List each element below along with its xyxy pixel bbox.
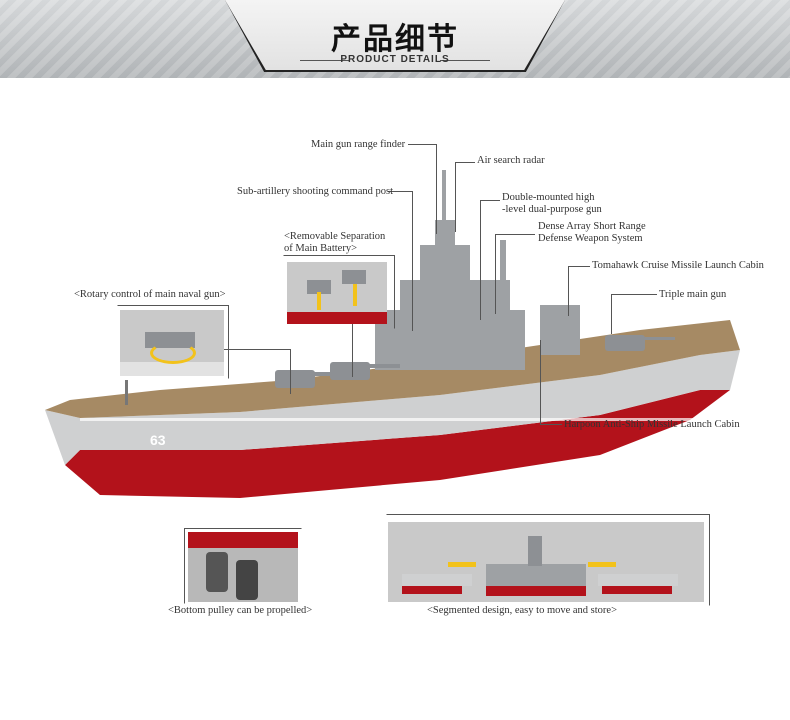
hull-gray-section <box>45 350 740 465</box>
label-dual-gun-2: -level dual-purpose gun <box>502 204 602 215</box>
line-range-finder <box>408 144 436 145</box>
pulley-wheel-icon <box>206 552 228 592</box>
inset-frame-rotary <box>117 305 229 379</box>
inset-segmented <box>388 522 704 602</box>
hull-rail <box>80 418 740 421</box>
label-segmented: <Segmented design, easy to move and stor… <box>427 605 618 616</box>
line-rotary <box>204 349 290 350</box>
segment-middle-red <box>486 586 586 596</box>
line-dense-array-v <box>495 234 496 314</box>
inset-frame-removable <box>283 255 395 329</box>
label-range-finder: Main gun range finder <box>311 139 406 150</box>
segment-stern <box>598 574 678 586</box>
inset-hull-strip <box>287 312 387 324</box>
line-tomahawk <box>568 266 590 267</box>
battleship-illustration: 63 <box>45 170 740 498</box>
line-dense-array <box>495 234 535 235</box>
inset-bottom-pulley <box>188 532 298 602</box>
header-tab <box>225 0 565 70</box>
inset-deck <box>120 362 224 376</box>
line-range-finder-v <box>436 144 437 234</box>
arrow-left-icon <box>448 562 476 567</box>
line-rotary-v <box>290 349 291 394</box>
turret-block <box>342 270 366 284</box>
line-triple-gun <box>611 294 657 295</box>
segment-bow-red <box>402 586 462 594</box>
label-dual-gun-1: Double-mounted high <box>502 192 595 203</box>
turret-block <box>307 280 331 294</box>
line-dual-gun <box>480 200 500 201</box>
inset-frame-segmented <box>386 514 710 606</box>
page-subtitle: PRODUCT DETAILS <box>340 54 450 65</box>
lift-arrow-icon <box>353 284 357 306</box>
bow-mast <box>125 380 128 405</box>
label-dense-array-2: Defense Weapon System <box>538 233 643 244</box>
segment-mast <box>528 536 542 566</box>
line-removable-v <box>352 322 353 377</box>
inset-removable-battery <box>287 262 387 324</box>
label-removable-2: of Main Battery> <box>284 243 357 254</box>
inset-hull-strip <box>188 532 298 548</box>
line-triple-gun-v <box>611 294 612 334</box>
label-removable-1: <Removable Separation <box>284 231 386 242</box>
label-sub-artillery: Sub-artillery shooting command post <box>237 186 394 197</box>
segment-bow <box>402 574 472 586</box>
arrow-right-icon <box>588 562 616 567</box>
page-title: 产品细节 <box>331 22 459 57</box>
line-harpoon-v <box>540 340 541 425</box>
label-triple-gun: Triple main gun <box>659 289 727 300</box>
label-tomahawk: Tomahawk Cruise Missile Launch Cabin <box>592 260 764 271</box>
label-air-radar: Air search radar <box>477 155 545 166</box>
main-turrets <box>275 335 675 388</box>
title-rule-left <box>300 60 350 61</box>
inset-frame-pulley <box>184 528 302 604</box>
label-bottom-pulley: <Bottom pulley can be propelled> <box>168 605 313 616</box>
superstructure <box>375 170 580 370</box>
label-dense-array-1: Dense Array Short Range <box>538 221 646 232</box>
pulley-wheel-icon <box>236 560 258 600</box>
line-dual-gun-v <box>480 200 481 320</box>
segment-middle <box>486 564 586 586</box>
label-rotary: <Rotary control of main naval gun> <box>74 289 226 300</box>
inset-rotary-gun <box>120 310 224 376</box>
segment-stern-red <box>602 586 672 594</box>
line-air-radar-v <box>455 162 456 232</box>
line-sub-artillery-v <box>412 191 413 331</box>
line-sub-artillery <box>388 191 413 192</box>
lift-arrow-icon <box>317 292 321 310</box>
line-air-radar <box>455 162 475 163</box>
line-harpoon <box>540 424 562 425</box>
hull-number: 63 <box>150 432 166 448</box>
hull-red-section <box>65 390 730 498</box>
label-harpoon: Harpoon Anti-Ship Missile Launch Cabin <box>564 419 740 430</box>
rotate-arrow-icon <box>150 342 196 364</box>
line-tomahawk-v <box>568 266 569 316</box>
title-rule-right <box>440 60 490 61</box>
